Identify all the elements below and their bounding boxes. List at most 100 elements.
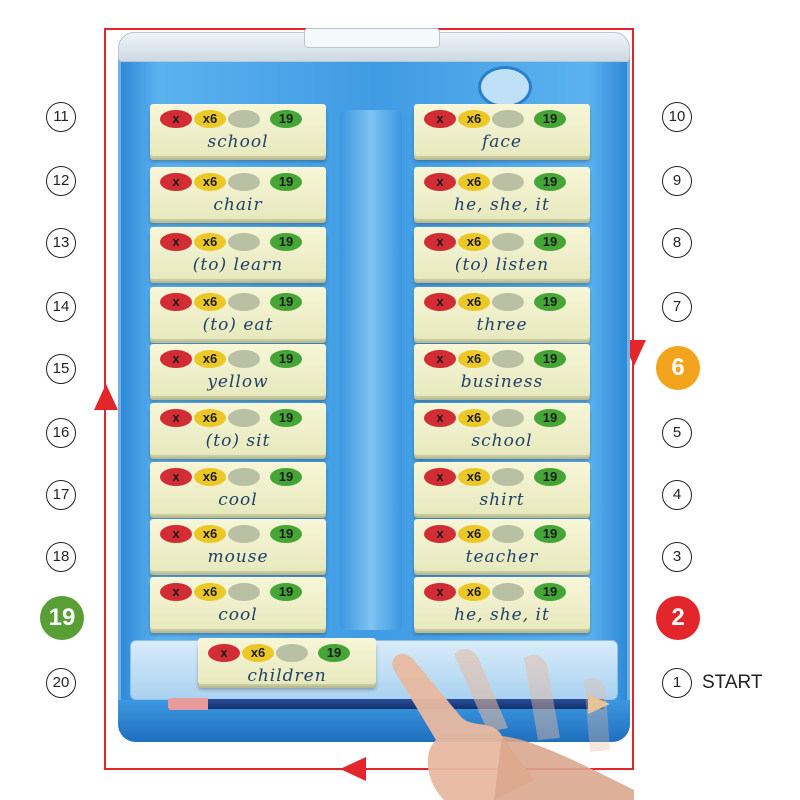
lid-clip (304, 28, 440, 48)
red-dot-icon: x (424, 468, 456, 486)
yellow-dot-icon: x6 (194, 173, 226, 191)
red-dot-icon: x (424, 350, 456, 368)
yellow-dot-icon: x6 (458, 583, 490, 601)
compartment-number-13: 13 (46, 228, 76, 258)
green-dot-icon: 19 (270, 350, 302, 368)
grey-dot-icon (228, 409, 260, 427)
green-dot-icon: 19 (534, 233, 566, 251)
grey-dot-icon (276, 644, 308, 662)
card-word: school (471, 431, 533, 451)
pencil-icon (168, 699, 604, 709)
yellow-dot-icon: x6 (194, 293, 226, 311)
green-dot-icon: 19 (270, 468, 302, 486)
grey-dot-icon (228, 173, 260, 191)
compartment-number-2: 2 (656, 596, 700, 640)
card-word: face (481, 132, 522, 152)
red-dot-icon: x (160, 173, 192, 191)
card-word: cool (218, 605, 258, 625)
yellow-dot-icon: x6 (194, 110, 226, 128)
red-dot-icon: x (160, 468, 192, 486)
pencil-eraser (168, 698, 208, 710)
center-divider (340, 110, 402, 630)
yellow-dot-icon: x6 (458, 110, 490, 128)
grey-dot-icon (492, 409, 524, 427)
red-dot-icon: x (424, 110, 456, 128)
path-arrow-left-icon (340, 757, 366, 781)
green-dot-icon: 19 (534, 350, 566, 368)
finger-hole (478, 66, 532, 108)
card-dots: x x6 19 (208, 644, 368, 664)
yellow-dot-icon: x6 (242, 644, 274, 662)
compartment-number-10: 10 (662, 102, 692, 132)
red-dot-icon: x (424, 293, 456, 311)
front-card[interactable]: x x6 19 children (198, 638, 376, 686)
compartment-number-18: 18 (46, 542, 76, 572)
red-dot-icon: x (424, 409, 456, 427)
green-dot-icon: 19 (270, 409, 302, 427)
card-word: children (247, 666, 327, 686)
grey-dot-icon (492, 350, 524, 368)
green-dot-icon: 19 (270, 110, 302, 128)
green-dot-icon: 19 (534, 583, 566, 601)
grey-dot-icon (492, 173, 524, 191)
card-word: teacher (465, 547, 539, 567)
compartment-number-20: 20 (46, 668, 76, 698)
compartment-number-9: 9 (662, 166, 692, 196)
red-dot-icon: x (160, 233, 192, 251)
path-arrow-up-icon (94, 384, 118, 410)
compartment-number-14: 14 (46, 292, 76, 322)
green-dot-icon: 19 (270, 293, 302, 311)
card-word: business (460, 372, 544, 392)
red-dot-icon: x (208, 644, 240, 662)
green-dot-icon: 19 (534, 525, 566, 543)
red-dot-icon: x (424, 173, 456, 191)
yellow-dot-icon: x6 (458, 233, 490, 251)
grey-dot-icon (492, 468, 524, 486)
grey-dot-icon (492, 233, 524, 251)
card-word: yellow (207, 372, 269, 392)
grey-dot-icon (492, 583, 524, 601)
grey-dot-icon (228, 293, 260, 311)
green-dot-icon: 19 (270, 233, 302, 251)
hand-icon (392, 648, 634, 800)
red-dot-icon: x (160, 409, 192, 427)
compartment-number-7: 7 (662, 292, 692, 322)
green-dot-icon: 19 (534, 409, 566, 427)
green-dot-icon: 19 (270, 173, 302, 191)
red-dot-icon: x (424, 525, 456, 543)
compartment-number-12: 12 (46, 166, 76, 196)
yellow-dot-icon: x6 (194, 233, 226, 251)
card-word: school (207, 132, 269, 152)
yellow-dot-icon: x6 (458, 525, 490, 543)
compartment-number-4: 4 (662, 480, 692, 510)
green-dot-icon: 19 (534, 293, 566, 311)
red-dot-icon: x (424, 583, 456, 601)
